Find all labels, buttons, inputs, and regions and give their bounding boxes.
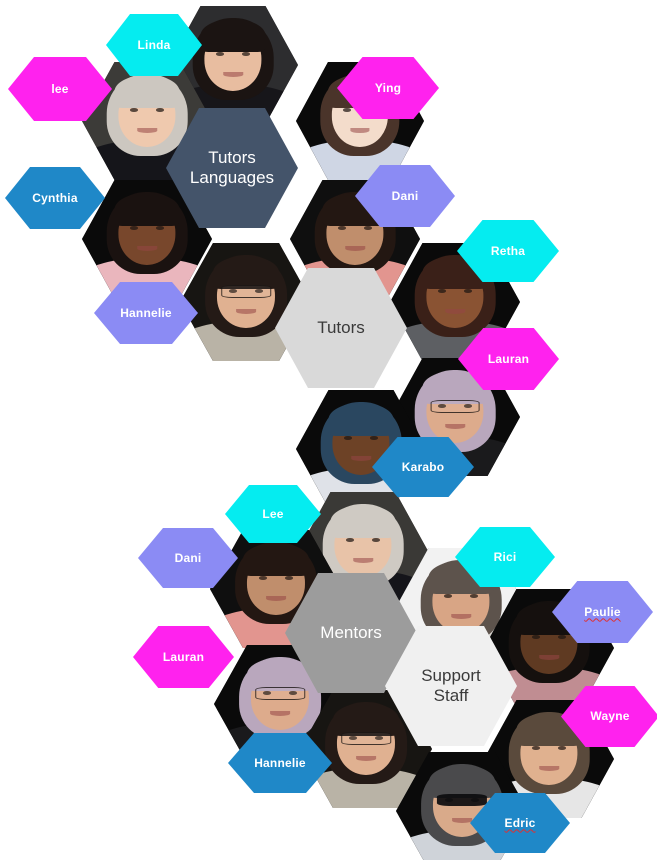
member-name-label: Dani: [174, 550, 202, 565]
hub-label-line1: Support: [421, 665, 481, 685]
hub-label-line1: Tutors: [208, 147, 256, 167]
hub-label-line2: Languages: [189, 168, 275, 187]
member-name-label: Ying: [374, 80, 402, 95]
hub-tutors[interactable]: Tutors: [275, 268, 407, 388]
lbl-hannelie-t[interactable]: Hannelie: [94, 282, 198, 344]
lbl-ying[interactable]: Ying: [337, 57, 439, 119]
hub-label-line1: Mentors: [320, 622, 382, 642]
member-name-label: lee: [51, 81, 69, 96]
member-name-label: Paulie: [584, 604, 621, 619]
lbl-cynthia[interactable]: Cynthia: [5, 167, 105, 229]
hub-label: Tutors: [311, 318, 371, 338]
member-name-label: Karabo: [401, 459, 445, 474]
member-name-label: Hannelie: [120, 305, 172, 320]
member-name-label: Wayne: [590, 709, 630, 724]
lbl-linda[interactable]: Linda: [106, 14, 202, 76]
lbl-karabo[interactable]: Karabo: [372, 437, 474, 497]
lbl-dani-bot[interactable]: Dani: [138, 528, 238, 588]
member-name-label: Cynthia: [32, 190, 78, 205]
member-name-label: Lauran: [162, 649, 205, 664]
hub-label: Mentors: [314, 623, 387, 643]
member-name-label: Linda: [137, 37, 171, 52]
member-name-label: Lauran: [487, 351, 530, 366]
member-name-label: Retha: [490, 243, 526, 258]
hub-label-line1: Tutors: [317, 317, 365, 337]
member-photo-hannelie[interactable]: [300, 690, 432, 808]
hub-label-line2: Staff: [433, 686, 469, 705]
member-name-label: Hannelie: [254, 755, 306, 770]
member-name-label: Rici: [493, 549, 517, 564]
portrait-illustration: [82, 180, 212, 298]
portrait-illustration: [300, 690, 432, 808]
member-name-label: Dani: [391, 188, 419, 203]
lbl-lauran-b[interactable]: Lauran: [133, 626, 234, 688]
member-name-label: Edric: [504, 815, 536, 830]
member-name-label: Lee: [262, 506, 284, 521]
